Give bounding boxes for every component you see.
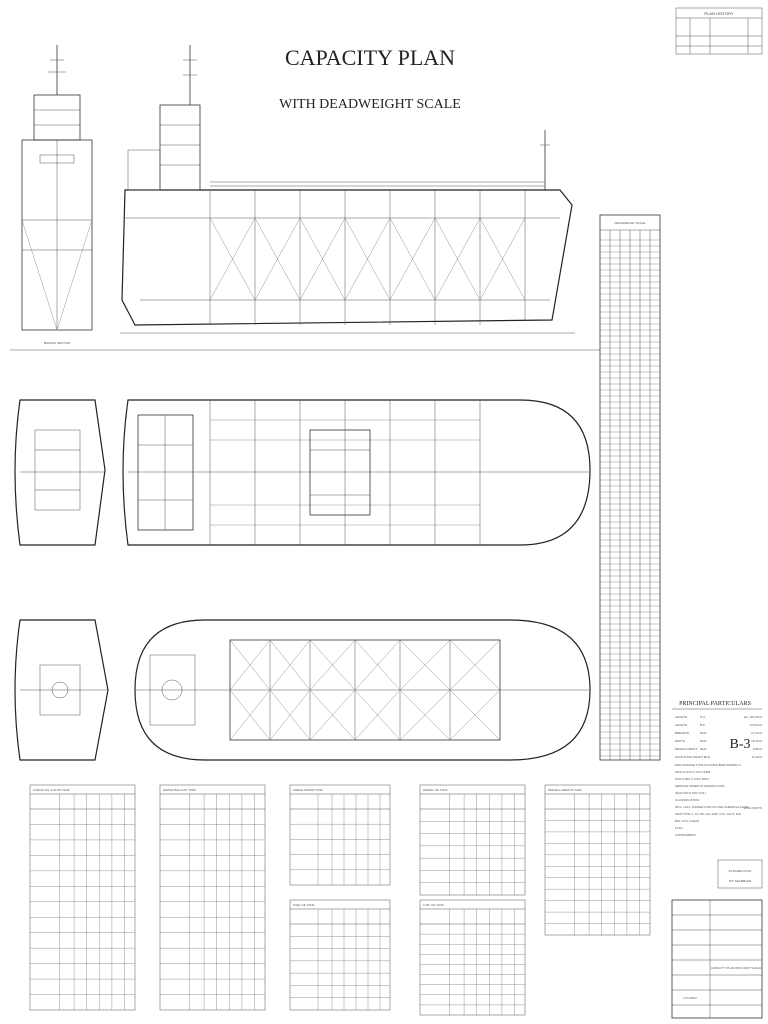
finished-plan-stamp: FINISHED PLAN M/T SEAMBLER	[717, 859, 763, 889]
particular-label: SCANTLING DRAFT MLD.	[675, 755, 711, 759]
particular-sub: MLD.	[700, 731, 707, 735]
engine-flat-plan	[14, 619, 109, 761]
particular-label: LENGTH	[675, 715, 687, 719]
capacity-table: LUB. OIL TANK	[419, 899, 526, 1016]
particular-line: MAIN ENGINE TYPE HYUNDAI-B&W 6S50MC-C	[675, 763, 742, 767]
particular-value: 9.85 M	[753, 747, 763, 751]
capacity-table: WATER BALLAST TANK	[159, 784, 266, 1011]
capacity-table-title: DIESEL OIL TANK	[423, 788, 448, 792]
capacity-table: MISCELLANEOUS TANK	[544, 784, 651, 936]
particular-label: DESIGN DRAFT	[675, 747, 698, 751]
particular-line: SERVICE SPEED AT DESIGN LOAD	[675, 784, 726, 788]
deadweight-scale-label: DEADWEIGHT SCALE	[615, 221, 646, 225]
capacity-table: CARGO OIL & SLOP TANK	[29, 784, 136, 1011]
service-speed-value: 14.50 KNOTS	[743, 806, 762, 810]
particular-value: abt. 182.55 M	[744, 715, 763, 719]
particular-line: SHIP TYPE 2, AC, BC, EO, ESP, ICS, NAUT,…	[675, 812, 741, 816]
ship-profile-view	[120, 45, 575, 334]
particular-sub: B.P.	[700, 723, 705, 727]
capacity-tables: CARGO OIL & SLOP TANK WATER BALLAST TANK F…	[29, 784, 651, 1016]
capacity-table-title: FRESH WATER TANK	[293, 788, 323, 792]
capacity-table-title: WATER BALLAST TANK	[163, 788, 196, 792]
capacity-table: DIESEL OIL TANK	[419, 784, 526, 896]
particular-value: 175.00 M	[749, 723, 762, 727]
stamp-line2: M/T SEAMBLER	[729, 879, 752, 883]
capacity-table-title: CARGO OIL & SLOP TANK	[33, 788, 70, 792]
navigation-deck-plan	[14, 399, 106, 546]
tank-top-plan	[134, 619, 591, 761]
particular-line: (NCR WITH 15% S.M.)	[675, 791, 706, 795]
drawing-title: CAPACITY PLAN WITH DWT SCALE	[711, 966, 761, 970]
particular-label: DEPTH	[675, 739, 685, 743]
plan-title: CAPACITY PLAN	[285, 45, 455, 70]
particular-label: BREADTH	[675, 731, 689, 735]
capacity-table-title: FUEL OIL TANK	[293, 903, 315, 907]
stamp-line1: FINISHED PLAN	[729, 869, 752, 873]
particular-line: NCR 9,960 X 120.0 RPM	[675, 777, 709, 781]
particular-label: LENGTH	[675, 723, 687, 727]
principal-particulars: PRINCIPAL PARTICULARS LENGTH O.A. abt. 182…	[672, 701, 763, 837]
builder-name: HYUNDAI	[683, 996, 697, 1000]
capacity-table-title: MISCELLANEOUS TANK	[548, 788, 582, 792]
hull-number: B-3	[730, 737, 751, 752]
principal-particulars-heading: PRINCIPAL PARTICULARS	[679, 701, 751, 707]
capacity-table: FRESH WATER TANK	[289, 784, 391, 886]
particular-value: 11.20 M	[751, 755, 762, 759]
capacity-table-title: LUB. OIL TANK	[423, 903, 444, 907]
midship-section-label: MIDSHIP SECTION	[44, 341, 71, 345]
particular-value: 27.34 M	[751, 731, 762, 735]
particular-line: COMPLEMENT	[675, 833, 696, 837]
particular-line: BIS, VCS, CLEAN	[675, 819, 699, 823]
particular-sub: O.A.	[700, 715, 706, 719]
capacity-table: FUEL OIL TANK	[289, 899, 391, 1011]
deadweight-scale: DEADWEIGHT SCALE	[599, 214, 661, 761]
particular-line: CLASSIFICATION	[675, 798, 699, 802]
plan-history-box: PLAN HISTORY	[675, 7, 763, 55]
particular-value: 16.70 M	[751, 739, 762, 743]
particular-sub: MLD.	[700, 747, 707, 751]
upper-deck-plan	[122, 399, 591, 546]
particular-line: DNV: +1A1, TANKER FOR OIL AND CHEMICALS …	[675, 805, 749, 809]
plan-history-heading: PLAN HISTORY	[704, 11, 734, 16]
particular-line: FLAG	[675, 826, 684, 830]
midship-section-view: MIDSHIP SECTION	[21, 45, 93, 345]
plan-subtitle: WITH DEADWEIGHT SCALE	[279, 97, 461, 112]
particular-line: MCR 11,070 X 127.0 RPM	[675, 770, 711, 774]
particular-sub: MLD.	[700, 739, 707, 743]
title-block: CAPACITY PLAN WITH DWT SCALE HYUNDAI	[671, 899, 763, 1019]
